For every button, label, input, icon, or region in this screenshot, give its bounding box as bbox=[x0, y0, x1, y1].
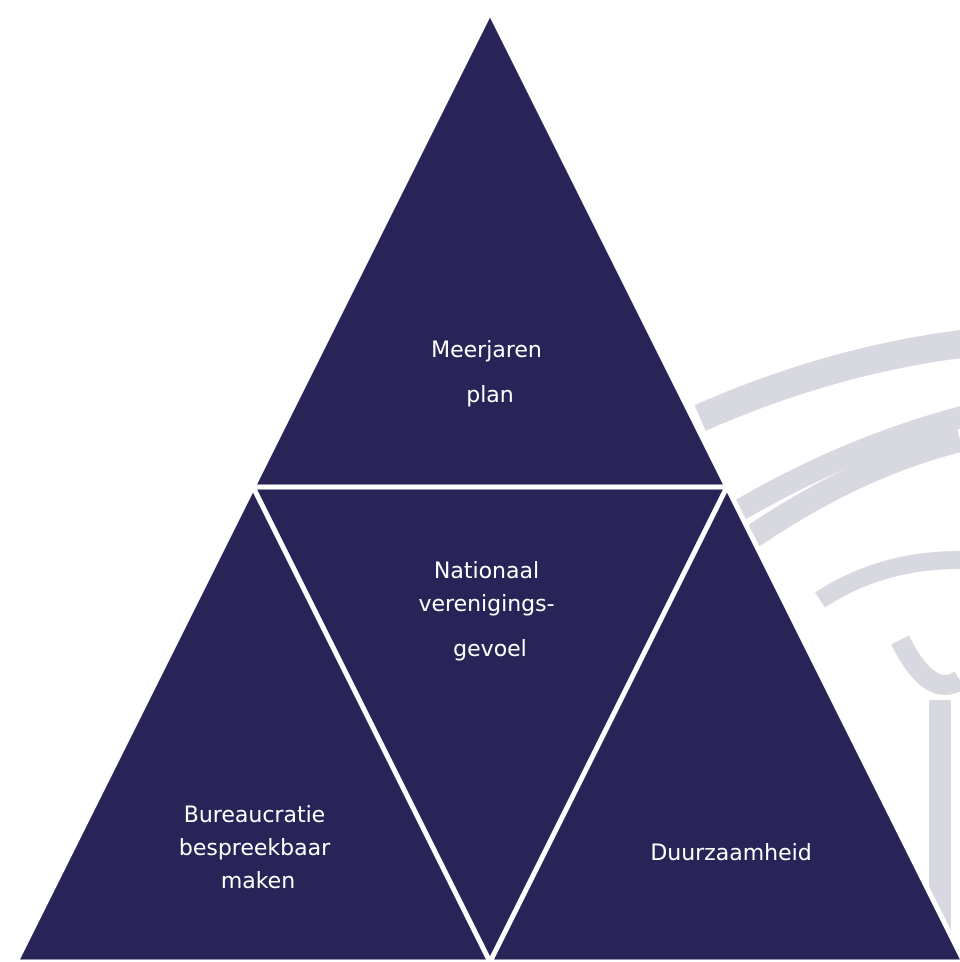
label-bottom-left-line-1: Bureaucratie bbox=[184, 803, 325, 828]
label-bottom-right: Duurzaamheid bbox=[650, 841, 811, 866]
label-center-line-2: verenigings- bbox=[418, 592, 554, 617]
label-bottom-left: Bureaucratie bespreekbaar maken bbox=[179, 803, 337, 894]
label-center: Nationaal verenigings- gevoel bbox=[418, 559, 561, 662]
label-bottom-left-line-3: maken bbox=[221, 869, 295, 894]
label-bottom-left-line-2: bespreekbaar bbox=[179, 836, 331, 861]
label-center-line-1: Nationaal bbox=[434, 559, 539, 584]
label-top-line-1: Meerjaren bbox=[431, 338, 542, 363]
label-center-line-3: gevoel bbox=[453, 637, 527, 662]
label-top-line-2: plan bbox=[466, 383, 514, 408]
label-bottom-right-line-1: Duurzaamheid bbox=[650, 841, 811, 866]
triangle-bottom-left bbox=[13, 484, 493, 962]
triangle-bottom-right bbox=[487, 484, 960, 962]
label-top: Meerjaren plan bbox=[431, 338, 549, 408]
triangle-top bbox=[250, 9, 730, 490]
